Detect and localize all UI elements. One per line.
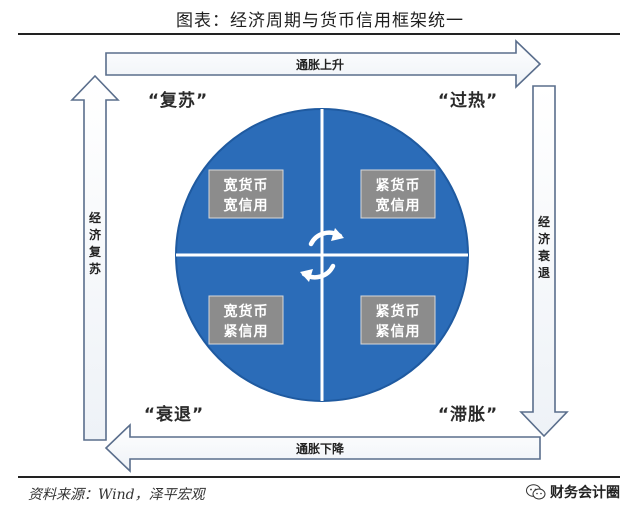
page-title: 图表：经济周期与货币信用框架统一 [176,11,464,31]
arrow-economic-recovery: 经 济 复 苏 [70,74,120,441]
footer-divider [18,476,620,478]
arrow-label-recession-2: 济 [538,231,551,246]
quad-br-line1: 紧货币 [376,303,421,320]
phase-recovery: “复苏” [148,90,208,111]
phase-recession: “衰退” [144,404,204,425]
quad-tr-line1: 紧货币 [376,177,421,194]
quadrant-bottom-right: 紧货币 紧信用 [360,295,436,345]
quadrant-bottom-left: 宽货币 紧信用 [208,295,284,345]
watermark: 财务会计圈 [526,482,620,502]
arrow-label-inflation-up: 通胀上升 [296,57,344,72]
wechat-icon [526,484,546,500]
arrow-inflation-down: 通胀下降 [104,423,541,473]
phase-stagflation: “滞胀” [438,405,498,425]
source-note: 资料来源：Wind，泽平宏观 [28,487,205,503]
arrow-label-recession-4: 退 [538,266,550,280]
quadrant-top-right: 紧货币 宽信用 [360,169,436,219]
arrow-label-inflation-down: 通胀下降 [296,441,345,456]
phase-overheat: “过热” [438,90,498,111]
arrow-label-recovery-4: 苏 [89,261,101,276]
arrow-label-recession-1: 经 [538,214,550,229]
quad-br-line2: 紧信用 [376,323,421,340]
quad-bl-line2: 紧信用 [224,323,269,340]
quadrant-top-left: 宽货币 宽信用 [208,169,284,219]
watermark-text: 财务会计圈 [550,485,620,501]
title-divider [18,33,620,35]
arrow-economic-recession: 经 济 衰 退 [519,85,569,438]
arrow-label-recovery-1: 经 [89,210,101,225]
arrow-label-recession-3: 衰 [537,248,551,263]
arrow-inflation-up: 通胀上升 [105,39,542,89]
quad-tr-line2: 宽信用 [376,197,421,214]
cycle-arrows-icon [300,228,344,282]
quad-tl-line1: 宽货币 [224,177,269,194]
quad-bl-line1: 宽货币 [224,303,269,320]
quad-tl-line2: 宽信用 [224,197,269,214]
cycle-circle [175,108,469,402]
arrow-label-recovery-2: 济 [89,227,102,242]
arrow-label-recovery-3: 复 [88,244,102,259]
